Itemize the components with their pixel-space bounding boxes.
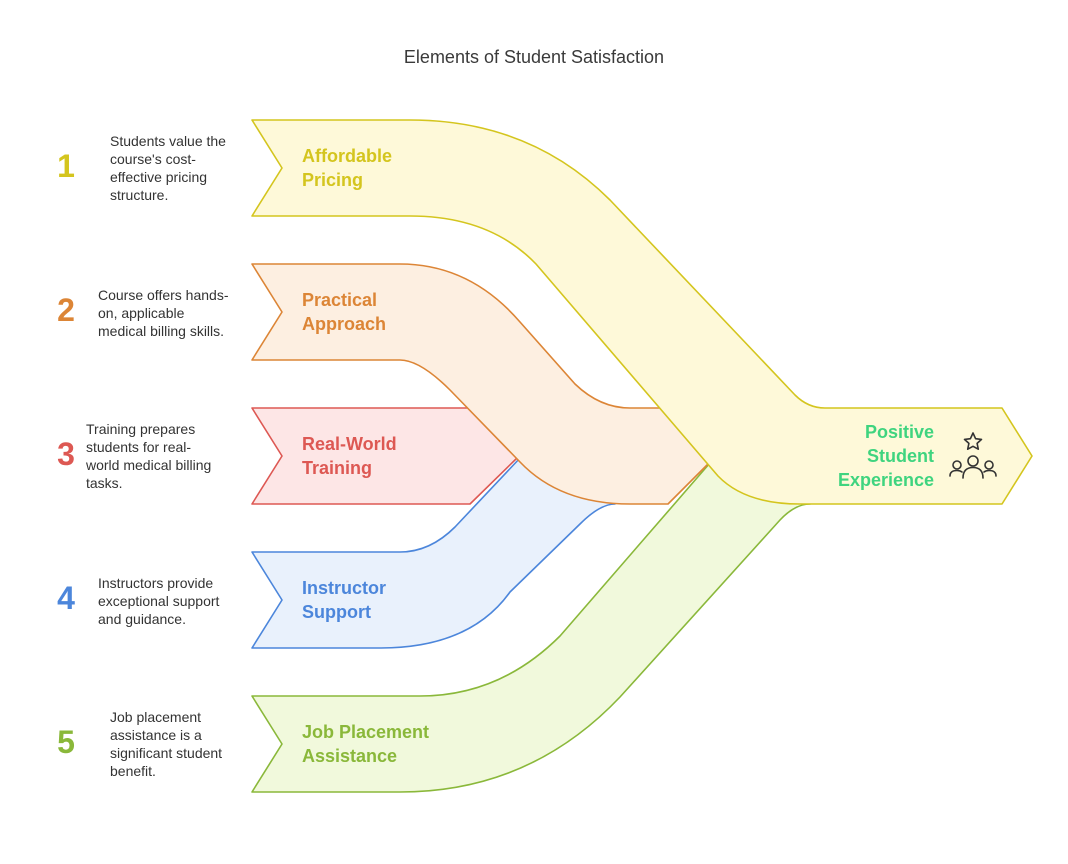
users-star-icon	[949, 432, 997, 479]
arrow-affordable-pricing	[251, 119, 1033, 505]
arrow-practical-approach	[251, 263, 717, 505]
user-right-icon	[984, 460, 994, 470]
item-number-5: 5	[57, 724, 75, 760]
item-number-4: 4	[57, 580, 75, 616]
item-number-1: 1	[57, 148, 75, 184]
arrow-job-placement	[251, 455, 811, 793]
arrow-instructor-support	[251, 457, 649, 649]
item-number-2: 2	[57, 292, 75, 328]
diagram-title: Elements of Student Satisfaction	[403, 47, 665, 67]
star-icon	[963, 432, 983, 451]
item-number-3: 3	[57, 436, 75, 472]
user-center-icon	[967, 455, 979, 467]
user-left-icon	[952, 460, 962, 470]
